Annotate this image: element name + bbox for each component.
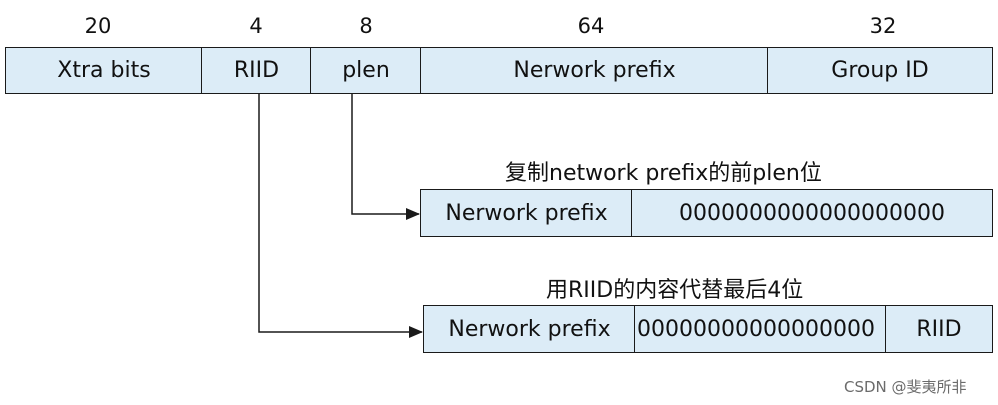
- replace-step-riid: RIID: [885, 305, 993, 353]
- bits-network-prefix: 64: [577, 14, 605, 38]
- copy-step-caption: 复制network prefix的前plen位: [505, 161, 822, 186]
- replace-step-caption: 用RIID的内容代替最后4位: [546, 278, 804, 303]
- replace-step-prefix: Nerwork prefix: [423, 305, 636, 353]
- field-riid: RIID: [201, 47, 312, 94]
- field-group-id: Group ID: [767, 47, 993, 94]
- plen-arrow: [351, 94, 420, 220]
- copy-step-prefix: Nerwork prefix: [420, 189, 633, 237]
- riid-arrow: [258, 94, 423, 338]
- field-xtra-bits: Xtra bits: [5, 47, 203, 94]
- bits-plen: 8: [359, 14, 373, 38]
- watermark: CSDN @斐夷所非: [844, 378, 967, 396]
- replace-step-zeros: 00000000000000000: [634, 305, 887, 353]
- copy-step-zeros: 0000000000000000000: [631, 189, 993, 237]
- bits-xtra: 20: [84, 14, 112, 38]
- bits-riid: 4: [249, 14, 263, 38]
- bits-group-id: 32: [869, 14, 897, 38]
